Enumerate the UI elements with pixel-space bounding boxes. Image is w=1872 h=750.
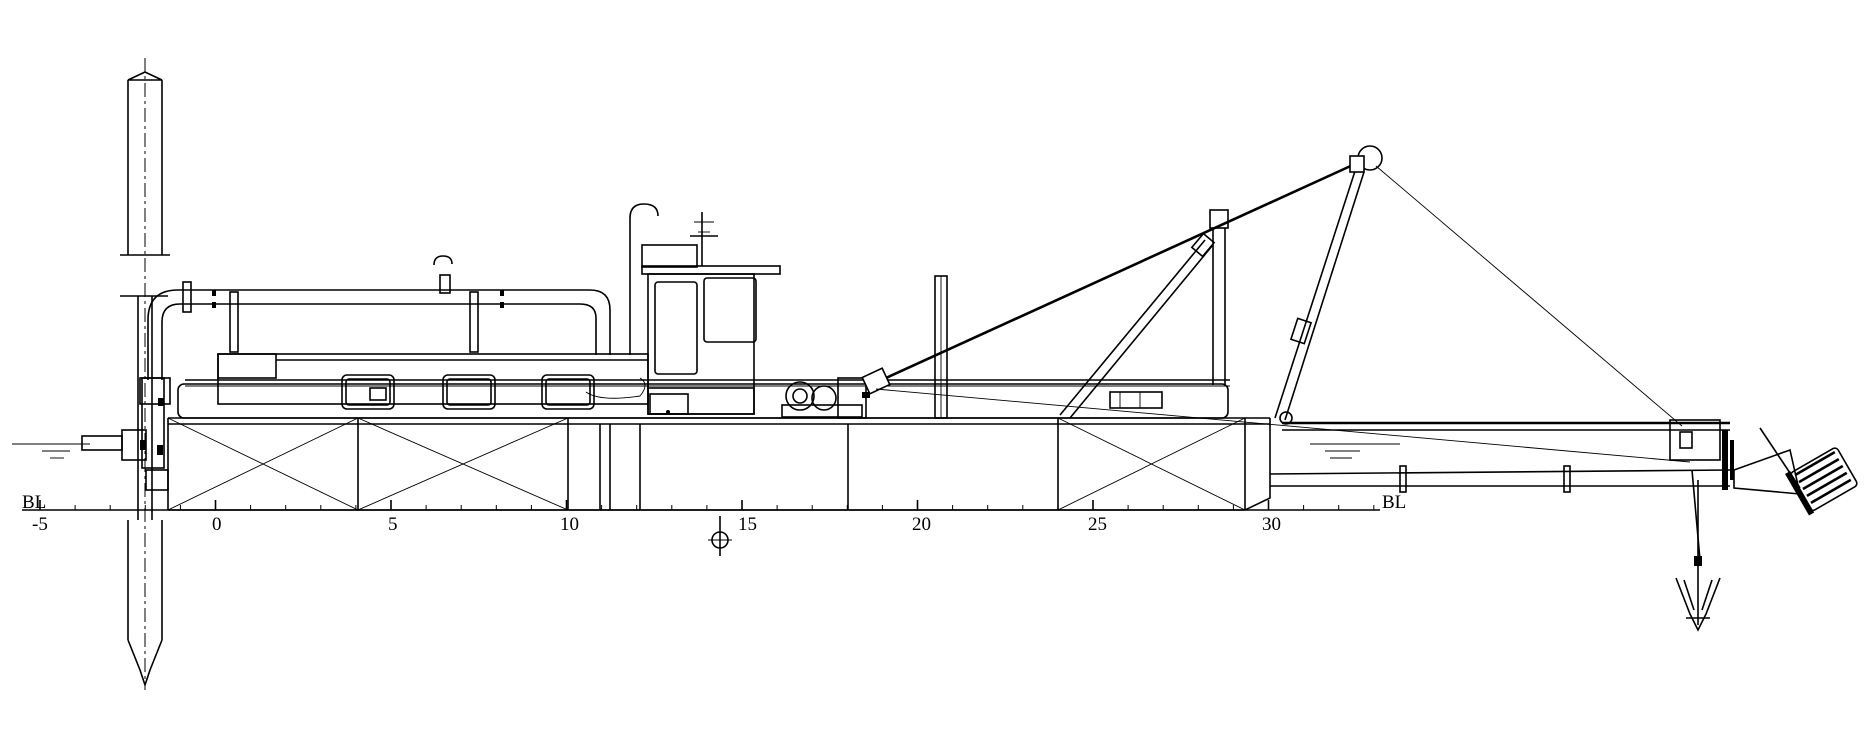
cabin-icon [629, 203, 781, 415]
frame-label-25: 25 [1088, 514, 1107, 535]
frame-label-neg5: -5 [32, 514, 48, 535]
frame-label-10: 10 [560, 514, 579, 535]
frame-label-15: 15 [738, 514, 757, 535]
cutter-head-icon [1733, 427, 1858, 516]
deck-rail [177, 383, 1229, 419]
spud-pole-icon [120, 58, 170, 690]
winch [781, 377, 870, 419]
frame-label-20: 20 [912, 514, 931, 535]
hull [167, 417, 1271, 511]
stern-discharge-fitting [81, 377, 171, 491]
frame-label-30: 30 [1262, 514, 1281, 535]
cutter-ladder [875, 388, 1734, 561]
mast [934, 209, 1229, 419]
baseline-label-right: BL [1382, 492, 1406, 513]
water-line-icon [12, 443, 1400, 459]
main-pipeline [147, 255, 611, 380]
frame-label-5: 5 [388, 514, 398, 535]
baseline-label-left: BL [22, 492, 46, 513]
anchor-icon [1675, 480, 1721, 632]
gantry-a-frame [861, 145, 1683, 427]
midship-marker-icon [708, 516, 732, 556]
scale-ticks [39, 500, 1375, 510]
frame-label-0: 0 [212, 514, 222, 535]
deck-structures [185, 353, 1230, 410]
